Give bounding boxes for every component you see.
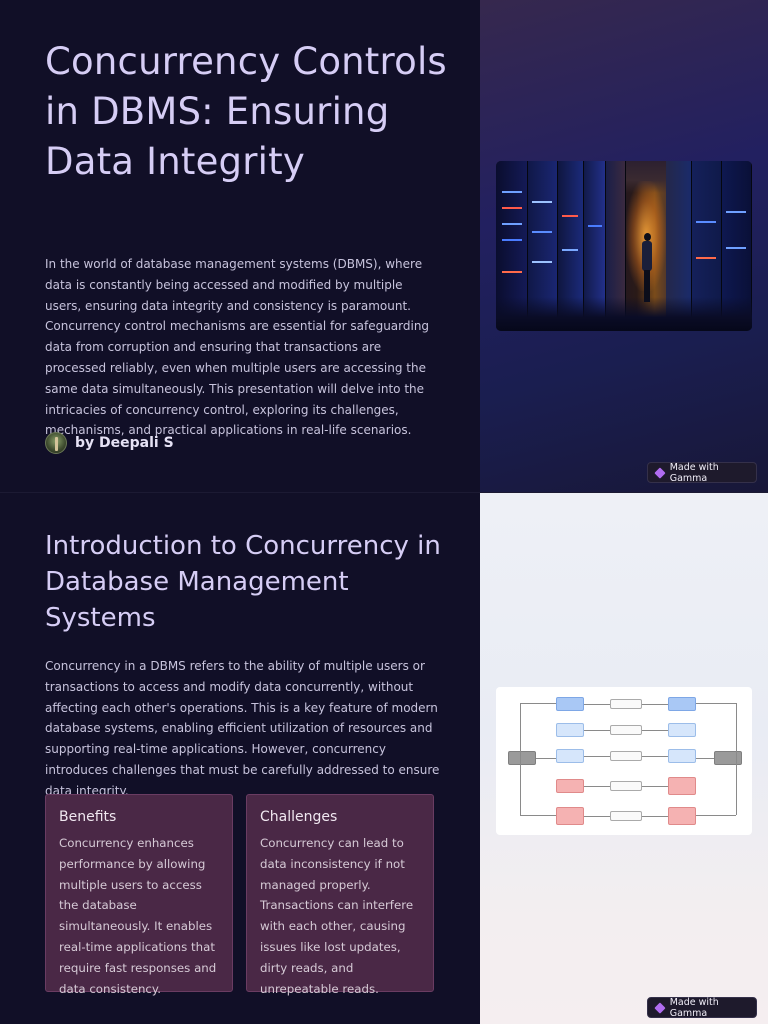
diagram-node <box>556 723 584 737</box>
diagram-connector <box>520 703 521 815</box>
author-byline: by Deepali S <box>45 432 174 454</box>
figure-head <box>644 233 651 241</box>
diagram-connector <box>642 730 668 731</box>
diagram-node <box>610 699 642 709</box>
made-with-gamma-badge[interactable]: Made with Gamma <box>647 996 757 1019</box>
figure-legs <box>644 270 650 302</box>
rack-led <box>502 239 522 241</box>
rack-led <box>562 215 578 217</box>
author-avatar <box>45 432 67 454</box>
diagram-node <box>508 751 536 765</box>
benefits-card-title: Benefits <box>59 809 117 825</box>
diagram-connector <box>584 704 610 705</box>
floor <box>496 297 752 331</box>
gamma-logo-icon <box>654 1001 666 1014</box>
diagram-connector <box>696 815 736 816</box>
rack-led <box>502 271 522 273</box>
rack-led <box>532 261 552 263</box>
server-rack <box>606 161 626 331</box>
challenges-card-text: Concurrency can lead to data inconsisten… <box>260 836 414 996</box>
figure-torso <box>642 241 652 271</box>
rack-led <box>562 249 578 251</box>
slide2-body: Concurrency in a DBMS refers to the abil… <box>45 659 440 798</box>
diagram-node <box>556 749 584 763</box>
rack-led <box>726 247 746 249</box>
rack-led <box>502 191 522 193</box>
diagram-connector <box>642 786 668 787</box>
challenges-card: Challenges Concurrency can lead to data … <box>246 794 434 996</box>
slide1-title: Concurrency Controls in DBMS: Ensuring D… <box>45 40 447 183</box>
benefits-card-text: Concurrency enhances performance by allo… <box>59 836 217 996</box>
gamma-logo-icon <box>654 466 666 479</box>
author-name: by Deepali S <box>75 435 174 451</box>
diagram-connector <box>642 816 668 817</box>
slide-divider <box>0 492 768 493</box>
rack-led <box>532 231 552 233</box>
rack-led <box>532 201 552 203</box>
diagram-connector <box>584 730 610 731</box>
gamma-badge-label: Made with Gamma <box>669 461 719 484</box>
diagram-connector <box>584 816 610 817</box>
diagram-connector <box>642 704 668 705</box>
diagram-node <box>556 779 584 793</box>
diagram-node <box>610 781 642 791</box>
diagram-connector <box>520 815 556 816</box>
diagram-node <box>668 749 696 763</box>
benefits-card: Benefits Concurrency enhances performanc… <box>45 794 233 996</box>
diagram-connector <box>520 703 556 704</box>
rack-led <box>588 225 602 227</box>
diagram-connector <box>696 703 736 704</box>
diagram-node <box>714 751 742 765</box>
gamma-badge-label: Made with Gamma <box>669 996 719 1019</box>
diagram-connector <box>696 758 714 759</box>
diagram-connector <box>584 786 610 787</box>
rack-led <box>726 211 746 213</box>
server-room-image <box>496 161 752 331</box>
diagram-connector <box>642 756 668 757</box>
rack-led <box>696 257 716 259</box>
challenges-card-title: Challenges <box>260 809 338 825</box>
diagram-node <box>556 807 584 825</box>
technician-figure <box>642 233 652 303</box>
slide1-body: In the world of database management syst… <box>45 257 430 438</box>
rack-led <box>696 221 716 223</box>
diagram-node <box>610 751 642 761</box>
server-rack <box>584 161 606 331</box>
diagram-node <box>668 723 696 737</box>
diagram-node <box>610 725 642 735</box>
rack-led <box>502 207 522 209</box>
rack-led <box>502 223 522 225</box>
concurrency-flow-diagram <box>496 687 752 835</box>
diagram-node <box>668 807 696 825</box>
made-with-gamma-badge[interactable]: Made with Gamma <box>647 461 757 484</box>
diagram-node <box>668 697 696 711</box>
slide-title: Concurrency Controls in DBMS: Ensuring D… <box>0 0 768 492</box>
diagram-node <box>556 697 584 711</box>
diagram-connector <box>536 758 556 759</box>
slide1-left-panel <box>0 0 480 492</box>
slide2-title: Introduction to Concurrency in Database … <box>45 531 441 633</box>
diagram-connector <box>584 756 610 757</box>
diagram-node <box>610 811 642 821</box>
diagram-connector <box>736 703 737 815</box>
diagram-node <box>668 777 696 795</box>
